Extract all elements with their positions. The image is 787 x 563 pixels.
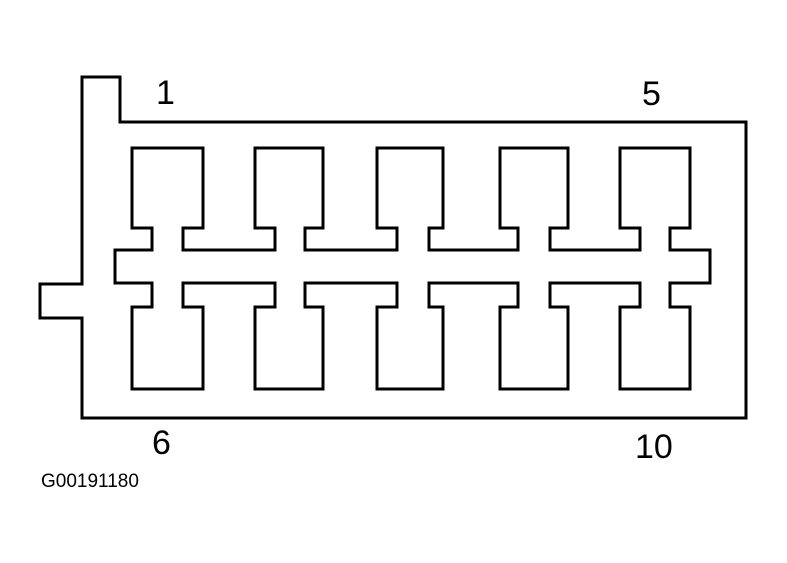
pin-label-10: 10 <box>635 428 673 466</box>
pin-label-1: 1 <box>156 74 175 112</box>
terminal-cavities-outline <box>113 146 712 391</box>
connector-housing-outline <box>38 75 748 420</box>
figure-id: G00191180 <box>41 471 139 492</box>
pin-label-6: 6 <box>152 424 171 462</box>
pin-label-5: 5 <box>642 75 661 113</box>
